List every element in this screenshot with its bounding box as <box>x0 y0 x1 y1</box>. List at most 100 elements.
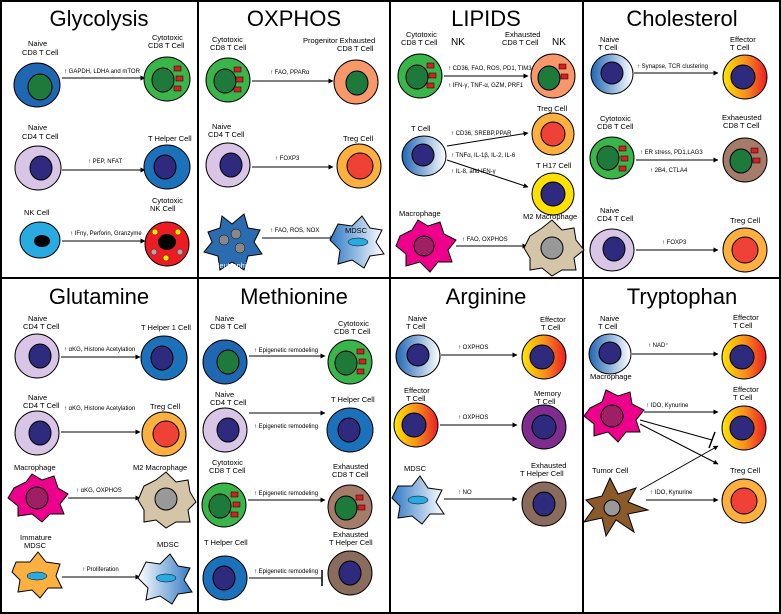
cell-label: CD4 T Cell <box>597 214 634 223</box>
cell-label: Naive <box>215 314 234 323</box>
cell-label: CD4 T Cell <box>210 398 247 407</box>
nucleus <box>25 486 49 510</box>
nucleus <box>219 152 243 178</box>
granule <box>618 145 627 152</box>
panel-lipids: LIPIDS Cytotoxic CD8 T Cell NK ↑ CD36, F… <box>395 6 585 277</box>
cell-label: CD8 T Cell <box>210 43 247 52</box>
cell-label: M2 Macrophage <box>133 463 187 472</box>
nucleus <box>540 121 566 147</box>
granule <box>230 511 239 518</box>
nucleus <box>34 235 50 247</box>
cell-label: M2 Macrophage <box>523 212 577 221</box>
cell-label: Exhausted <box>531 461 566 470</box>
nucleus <box>337 417 361 443</box>
cell-label: T H17 Cell <box>536 161 572 170</box>
granule <box>358 358 367 365</box>
annotation: ↑ Epigenetic remodeling <box>254 491 318 497</box>
nucleus <box>529 344 555 370</box>
nucleus <box>155 573 177 583</box>
cell-label: Cytotoxic <box>338 319 369 328</box>
granule <box>230 491 239 498</box>
cell-label: Naive <box>600 35 619 44</box>
cell-label: Cytotoxic <box>212 458 243 467</box>
cell-label: CD8 T Cell <box>337 44 374 53</box>
annotation: ↑ Epigenetic remodeling <box>254 348 318 354</box>
cell-label: T Helper Cell <box>204 538 248 547</box>
granule <box>356 348 365 355</box>
granule <box>356 368 365 375</box>
nucleus <box>730 487 758 515</box>
cell-label: Cytotoxic <box>152 196 183 205</box>
granule <box>235 76 244 83</box>
cell-label: Effector <box>730 35 756 44</box>
nucleus <box>603 499 621 517</box>
annotation: ↑ FAO, ROS, NOX <box>270 228 319 234</box>
cell-label: Effector <box>404 386 430 395</box>
granule <box>173 85 182 92</box>
cell-label: CD4 T Cell <box>208 130 245 139</box>
nucleus <box>600 404 624 428</box>
cell-label: CD8 T Cell <box>332 470 369 479</box>
nucleus <box>28 343 52 369</box>
nucleus <box>540 236 564 260</box>
panel-methionine: Methionine Naive CD8 T Cell ↑ Epigenetic… <box>201 284 375 601</box>
cell-label: Treg Cell <box>730 216 760 225</box>
annotation: ↑ GAPDH, LDHA and mTOR <box>64 69 141 75</box>
nucleus-lobe <box>234 242 246 254</box>
cell-label: Immature <box>20 533 52 542</box>
annotation: ↑ αKG, Histone Acetylation <box>64 406 135 412</box>
annotation: ↑ IDO, Kynurine <box>646 403 689 409</box>
annotation: ↑ PEP, NFAT <box>88 159 122 165</box>
annotation: ↑ NAD⁺ <box>648 342 669 349</box>
nucleus <box>411 143 435 167</box>
cell-label: Cytotoxic <box>406 30 437 39</box>
nucleus <box>150 345 174 371</box>
cell-label: T Helper Cell <box>331 395 375 404</box>
panel-title: Cholesterol <box>626 6 737 31</box>
granule <box>355 494 364 501</box>
cell-label: Naive <box>600 314 619 323</box>
cell-label: Macrophage <box>399 209 441 218</box>
cell-label: Progenitor Exhausted <box>303 36 375 45</box>
granule <box>620 155 629 162</box>
annotation: ↑ Synapse, TCR clustering <box>637 64 708 70</box>
granule <box>175 75 184 82</box>
cell-label: Naive <box>215 390 234 399</box>
nucleus <box>596 145 620 171</box>
nucleus <box>152 420 180 448</box>
arrow <box>639 423 719 465</box>
cell-label: Treg Cell <box>537 104 567 113</box>
granule <box>162 254 170 262</box>
cell-label: Naive <box>408 314 427 323</box>
nucleus <box>730 64 756 90</box>
granule <box>428 72 437 79</box>
granule <box>357 504 366 511</box>
cell-label: CD8 T Cell <box>209 466 246 475</box>
nucleus <box>602 236 626 262</box>
cell-label: CD4 T Cell <box>23 401 60 410</box>
nucleus <box>26 571 48 581</box>
cell-label: Cytotoxic <box>212 35 243 44</box>
granule <box>752 157 761 164</box>
cell-label: T Cell <box>733 393 753 402</box>
nucleus <box>27 73 53 101</box>
annotation: ↑ IFnγ, Perforin, Granzyme <box>70 231 142 237</box>
arrow <box>446 159 529 188</box>
nucleus <box>401 412 427 438</box>
inhibition-line <box>639 419 713 441</box>
panel-title: OXPHOS <box>247 6 341 31</box>
cell-label: Exhaeusted <box>722 113 762 122</box>
panel-title: Glycolysis <box>49 6 148 31</box>
cell-label: Tumor Cell <box>592 466 629 475</box>
cell-label: Effector <box>733 313 759 322</box>
panel-title: Methionine <box>240 284 348 309</box>
nucleus <box>347 237 369 247</box>
granule <box>233 66 242 73</box>
cell-label: T Cell <box>598 43 618 52</box>
nucleus <box>729 148 753 174</box>
nucleus <box>345 70 369 96</box>
inhibition-bar <box>708 431 716 449</box>
cell-label: CD8 T Cell <box>401 38 438 47</box>
annotation: ↑ FAO, OXPHOS <box>462 237 508 243</box>
nucleus <box>532 491 556 517</box>
